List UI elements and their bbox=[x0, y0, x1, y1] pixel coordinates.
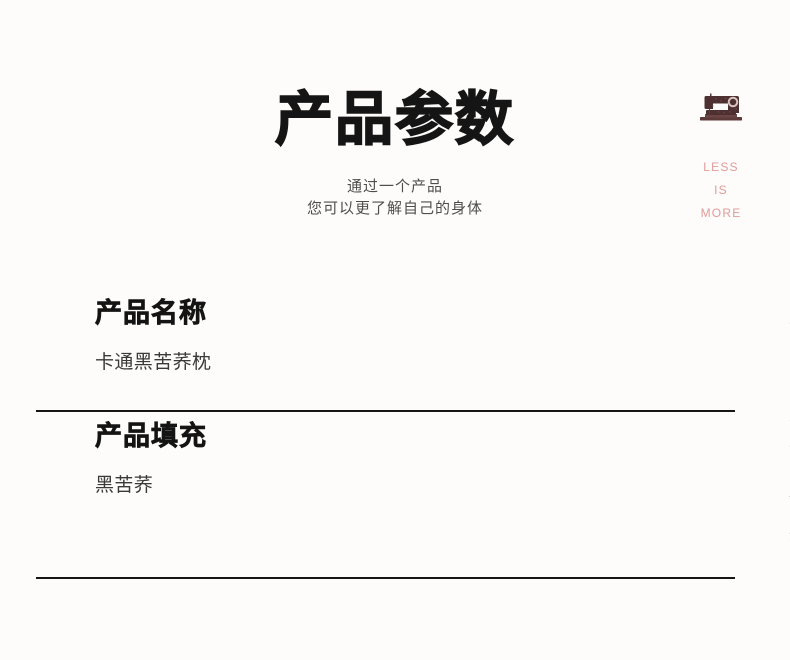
spec-row: 产品填充 黑苦荞 产品等级 合格品 bbox=[0, 401, 790, 554]
brand-tagline-line-3: MORE bbox=[700, 206, 742, 220]
brand-tagline-line-2: IS bbox=[714, 183, 728, 197]
spec-cell-product-filling: 产品填充 黑苦荞 bbox=[0, 401, 342, 524]
brand-tagline-line-1: LESS bbox=[703, 160, 739, 174]
product-spec-page: 产品参数 通过一个产品 您可以更了解自己的身体 bbox=[0, 0, 790, 579]
spec-cell-product-name: 产品名称 卡通黑苦荞枕 bbox=[0, 278, 342, 401]
page-title: 产品参数 bbox=[274, 87, 515, 153]
spec-value: 卡通黑苦荞枕 bbox=[95, 352, 212, 373]
spec-label: 产品名称 bbox=[95, 298, 207, 329]
spec-label: 产品填充 bbox=[95, 421, 207, 452]
brand-tagline: LESS IS MORE bbox=[688, 156, 754, 225]
spec-cell-product-fabric: 产品面料 90%聚酯纤维+10%氨纶 bbox=[342, 278, 790, 431]
sewing-machine-icon bbox=[698, 92, 744, 124]
spec-row: 产品名称 卡通黑苦荞枕 产品面料 90%聚酯纤维+10%氨纶 bbox=[0, 278, 790, 431]
subtitle-line-1: 通过一个产品 bbox=[346, 178, 443, 195]
spec-value: 黑苦荞 bbox=[95, 475, 154, 496]
row-divider-2 bbox=[36, 577, 735, 579]
page-header: 产品参数 通过一个产品 您可以更了解自己的身体 bbox=[0, 0, 790, 250]
spec-table: 产品名称 卡通黑苦荞枕 产品面料 90%聚酯纤维+10%氨纶 产品填充 黑苦荞 … bbox=[0, 278, 790, 554]
spec-cell-product-grade: 产品等级 合格品 bbox=[342, 401, 790, 554]
row-divider-1 bbox=[36, 410, 735, 412]
page-subtitle: 通过一个产品 您可以更了解自己的身体 bbox=[0, 176, 790, 220]
subtitle-line-2: 您可以更了解自己的身体 bbox=[306, 200, 483, 217]
brand-mark: LESS IS MORE bbox=[688, 92, 754, 225]
